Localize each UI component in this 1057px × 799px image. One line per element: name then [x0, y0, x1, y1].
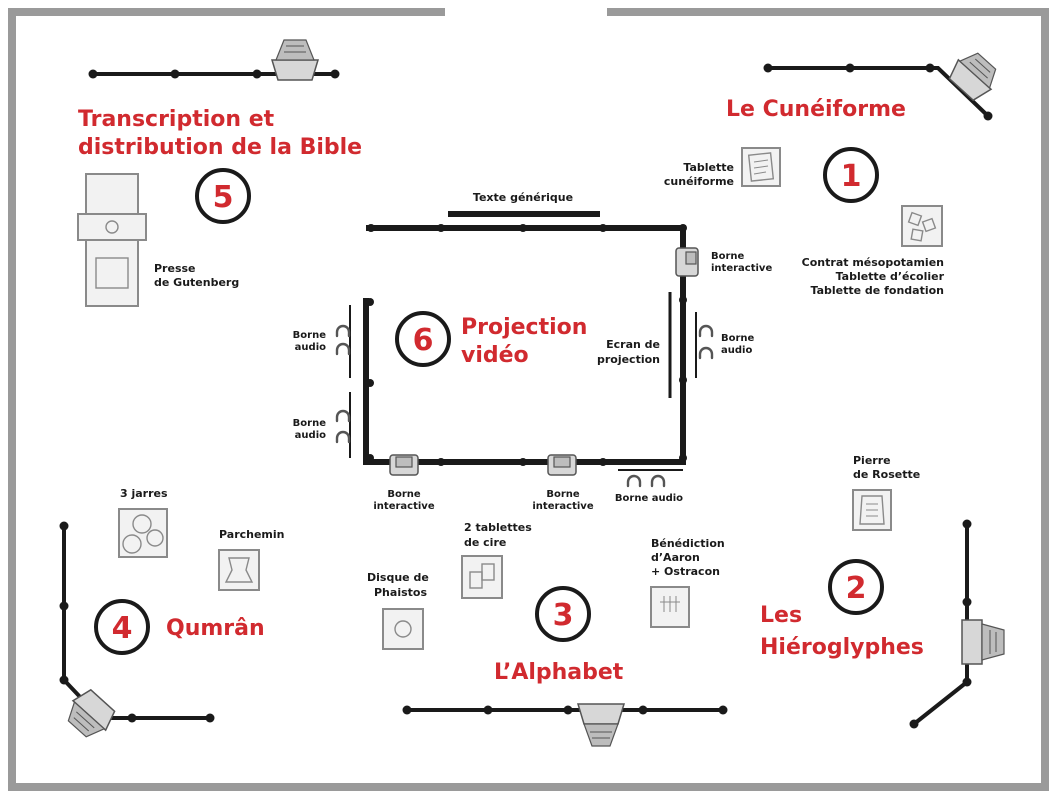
zone-5-title-line-1: Transcription et [78, 107, 275, 132]
parchment-icon [218, 549, 260, 591]
interactive-terminal-icon [675, 247, 699, 277]
cuneiform-tablet-label-1: Tablette [683, 161, 734, 174]
gutenberg-press-label-1: Presse [154, 262, 196, 275]
audio-terminal-left-bottom-label-1: Borne [293, 418, 327, 429]
zone-2-title-line-2: Hiéroglyphes [760, 635, 924, 660]
foundation-tablet-label: Tablette de fondation [811, 284, 944, 297]
zone-3-number: 3 [553, 598, 574, 633]
projection-enclosure [349, 211, 697, 471]
room-walls [8, 8, 1049, 791]
projector-icon [67, 688, 116, 738]
zone-5-title-line-2: distribution de la Bible [78, 135, 362, 160]
zone-6-title-line-2: vidéo [461, 343, 529, 368]
headphones-icon [335, 409, 351, 444]
projector-icon [270, 39, 320, 81]
zone-1-number: 1 [841, 159, 862, 194]
zone-2-marker[interactable]: 2 [828, 559, 884, 615]
aaron-blessing-label-2: d’Aaron [651, 551, 700, 564]
wax-tablets-label-1: 2 tablettes [464, 521, 532, 534]
phaistos-disc-icon [382, 608, 424, 650]
mesopotamian-tablets-icon [901, 205, 943, 247]
projection-screen-label-2: projection [597, 353, 660, 366]
schoolboy-tablet-label: Tablette d’écolier [836, 270, 945, 283]
headphones-icon [335, 324, 351, 356]
aaron-blessing-icon [650, 586, 690, 628]
rosetta-stone-label-2: de Rosette [853, 468, 920, 481]
projection-screen-label-1: Ecran de [606, 338, 660, 351]
cuneiform-tablet-label-2: cunéiforme [664, 175, 734, 188]
zone-4-number: 4 [112, 611, 133, 646]
zone-5-number: 5 [213, 180, 234, 215]
jars-label: 3 jarres [120, 487, 168, 500]
zone-2-title-line-1: Les [760, 603, 802, 628]
rail-zone-4 [59, 521, 215, 738]
audio-terminal-right-label-1: Borne [721, 333, 755, 344]
rosetta-stone-icon [852, 489, 892, 531]
gutenberg-press-label-2: de Gutenberg [154, 276, 239, 289]
zone-6-number: 6 [413, 323, 434, 358]
rail-zone-2 [909, 519, 1005, 729]
headphones-icon [626, 474, 666, 488]
parchment-label: Parchemin [219, 528, 285, 541]
rail-zone-3 [402, 703, 728, 747]
audio-terminal-bottom-label: Borne audio [615, 493, 683, 504]
interactive-terminal-label-2: interactive [711, 263, 772, 274]
interactive-terminal-icon [547, 454, 577, 476]
zone-1-marker[interactable]: 1 [823, 147, 879, 203]
interactive-terminal-bottom-mid-label-2: interactive [532, 501, 593, 512]
zone-1-title: Le Cunéiforme [726, 97, 906, 122]
interactive-terminal-bottom-left-label-1: Borne [387, 489, 421, 500]
phaistos-disc-label-1: Disque de [367, 571, 429, 584]
rosetta-stone-label-1: Pierre [853, 454, 891, 467]
phaistos-disc-label-2: Phaistos [374, 586, 427, 599]
projector-icon [576, 703, 626, 747]
projector-icon [948, 52, 997, 102]
interactive-terminal-icon [389, 454, 419, 476]
zone-2-number: 2 [846, 571, 867, 606]
gutenberg-press-icon [77, 173, 147, 307]
audio-terminal-left-top-label-2: audio [295, 342, 326, 353]
zone-4-title: Qumrân [166, 616, 265, 641]
zone-3-marker[interactable]: 3 [535, 586, 591, 642]
rail-zone-5 [88, 39, 340, 81]
headphones-icon [698, 324, 714, 360]
rail-zone-1 [763, 52, 997, 121]
audio-terminal-right-label-2: audio [721, 345, 752, 356]
ostracon-label: + Ostracon [651, 565, 720, 578]
audio-terminal-left-top-label-1: Borne [293, 330, 327, 341]
interactive-terminal-bottom-left-label-2: interactive [373, 501, 434, 512]
zone-5-marker[interactable]: 5 [195, 168, 251, 224]
interactive-terminal-bottom-mid-label-1: Borne [546, 489, 580, 500]
projector-icon [961, 619, 1005, 665]
wax-tablets-icon [461, 555, 503, 599]
zone-6-title-line-1: Projection [461, 315, 587, 340]
mesopotamian-contract-label: Contrat mésopotamien [802, 256, 944, 269]
zone-4-marker[interactable]: 4 [94, 599, 150, 655]
jars-icon [118, 508, 168, 558]
zone-3-title: L’Alphabet [494, 660, 624, 685]
aaron-blessing-label-1: Bénédiction [651, 537, 725, 550]
generic-text-label: Texte générique [473, 191, 573, 204]
zone-6-marker[interactable]: 6 [395, 311, 451, 367]
cuneiform-tablet-icon [741, 147, 781, 187]
interactive-terminal-label-1: Borne [711, 251, 745, 262]
wax-tablets-label-2: de cire [464, 536, 506, 549]
audio-terminal-left-bottom-label-2: audio [295, 430, 326, 441]
